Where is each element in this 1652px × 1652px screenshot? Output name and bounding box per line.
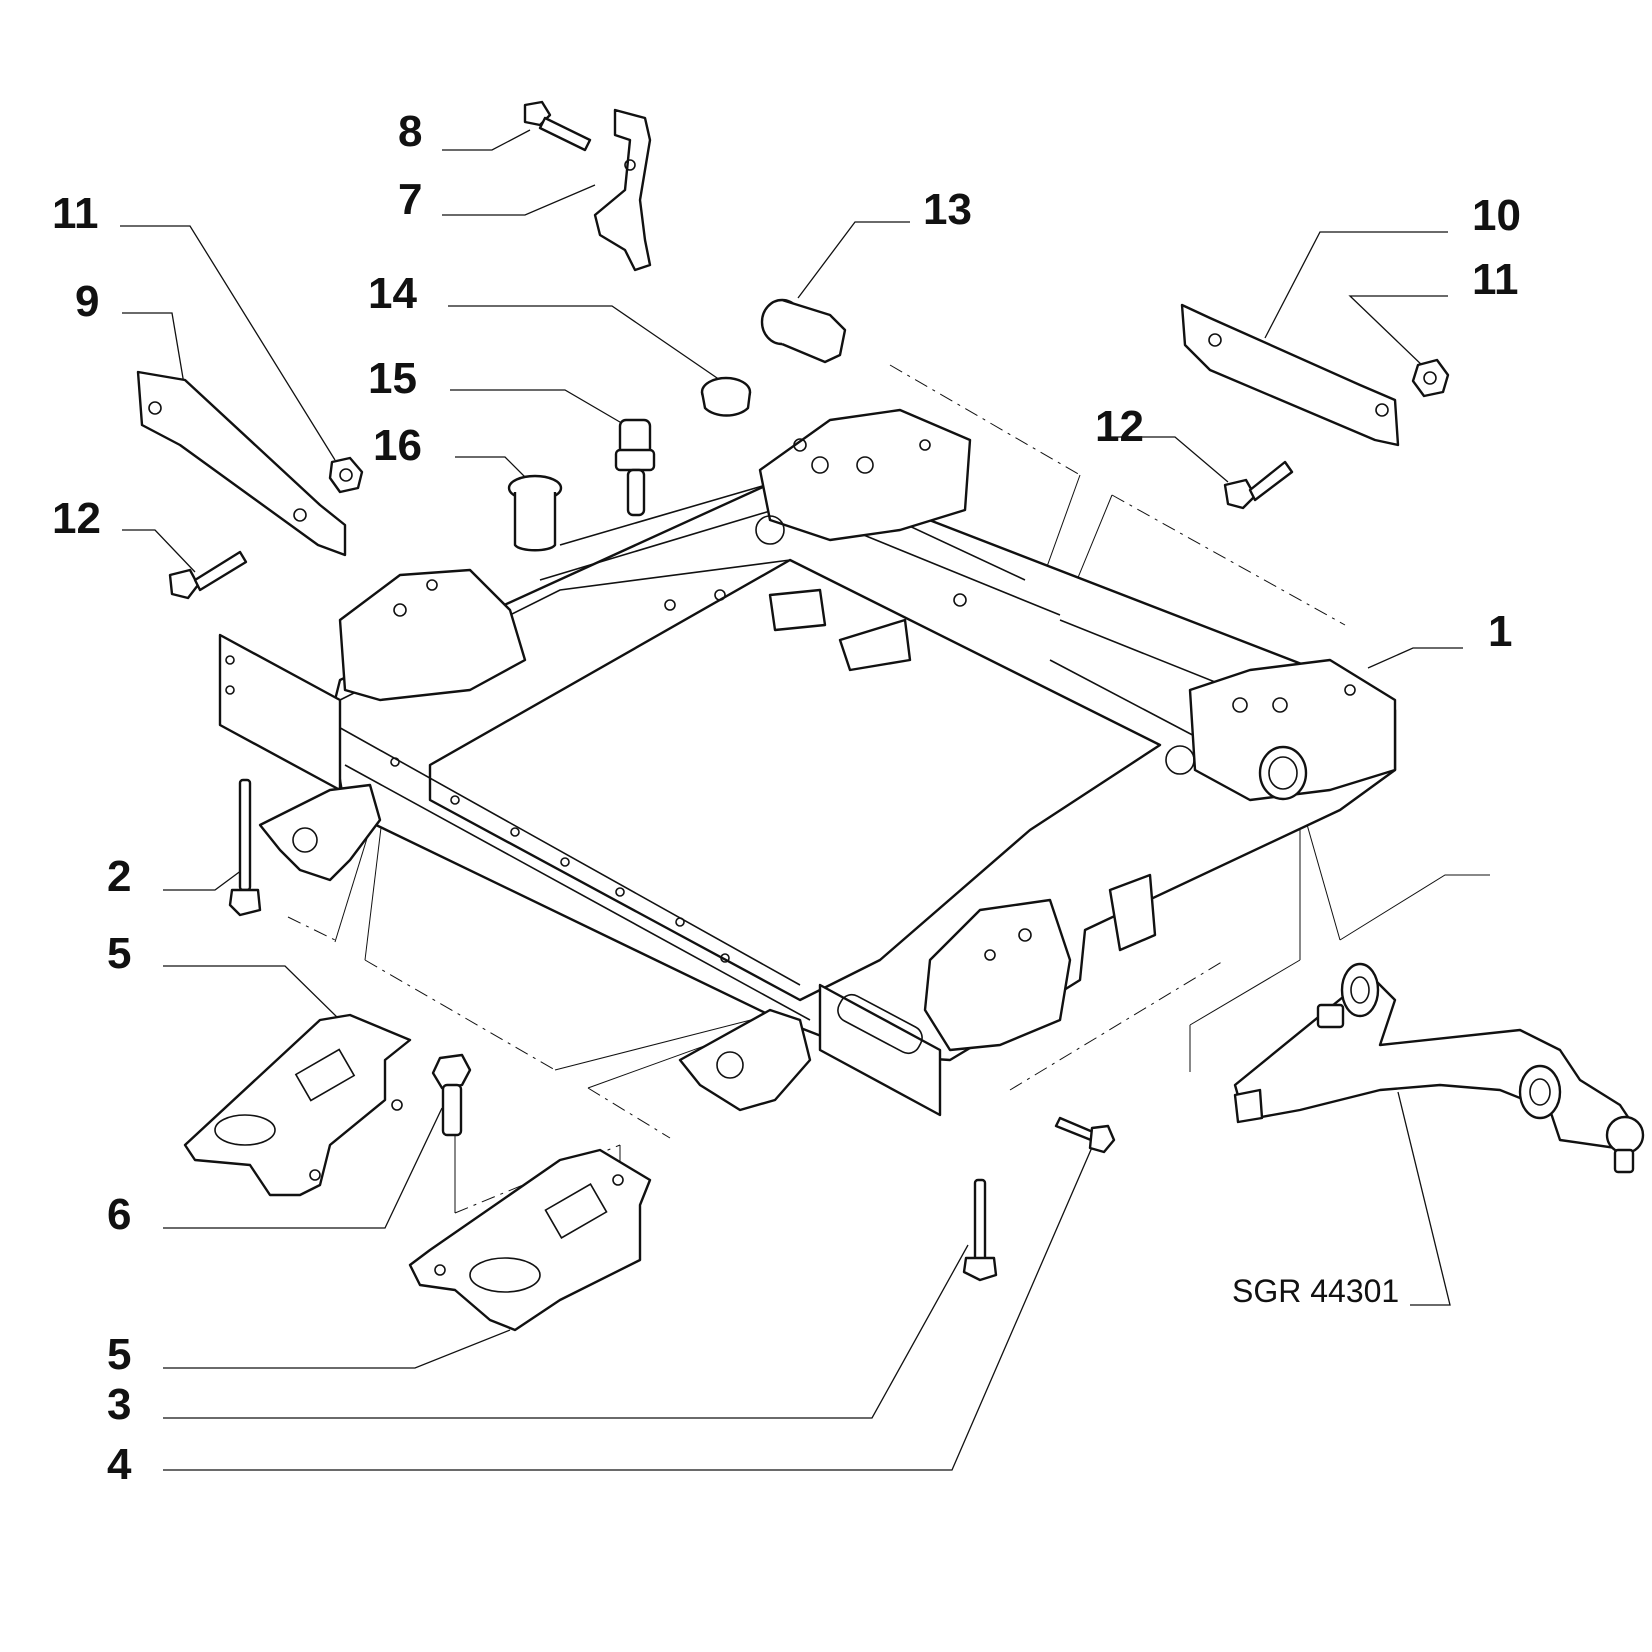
bolt-2 (228, 778, 262, 917)
bracket-7 (593, 108, 652, 272)
sleeve-13 (760, 298, 847, 364)
bolt-6 (431, 1053, 472, 1137)
callout-10: 10 (1472, 191, 1521, 240)
callout-6: 6 (107, 1190, 132, 1239)
callout-14: 14 (368, 269, 417, 318)
control-arm (1233, 962, 1645, 1174)
callout-3: 3 (107, 1380, 132, 1429)
callout-12-right: 12 (1095, 402, 1144, 451)
callout-2: 2 (107, 852, 132, 901)
callout-1: 1 (1488, 607, 1513, 656)
bolt-8 (523, 100, 592, 152)
callout-15: 15 (368, 354, 417, 403)
strut-9 (136, 370, 347, 557)
bracket-5-top (183, 1013, 412, 1197)
pin-15 (614, 418, 656, 517)
callout-13: 13 (923, 185, 972, 234)
plug-14 (700, 376, 752, 417)
bracket-5-bottom (408, 1148, 652, 1332)
callout-11-right: 11 (1472, 255, 1519, 304)
callout-16: 16 (373, 421, 422, 470)
callout-9: 9 (75, 277, 100, 326)
callout-7: 7 (398, 175, 423, 224)
nut-11-left (328, 456, 364, 494)
beam-holes (390, 589, 967, 963)
screw-3 (962, 1178, 998, 1282)
callout-5-bottom: 5 (107, 1330, 132, 1379)
callout-11-left: 11 (52, 189, 99, 238)
strut-10 (1180, 303, 1400, 447)
bushing-16 (507, 474, 563, 552)
diagram-reference-code: SGR 44301 (1232, 1273, 1400, 1309)
subframe-crossmember (218, 408, 1397, 1117)
screw-4 (1054, 1116, 1116, 1154)
bolt-12-left (168, 550, 248, 600)
bolt-12-right (1223, 460, 1294, 510)
callout-8: 8 (398, 107, 423, 156)
nut-11-right (1411, 358, 1450, 398)
callout-4: 4 (107, 1440, 132, 1489)
callout-12-left: 12 (52, 494, 101, 543)
callout-5-top: 5 (107, 929, 132, 978)
